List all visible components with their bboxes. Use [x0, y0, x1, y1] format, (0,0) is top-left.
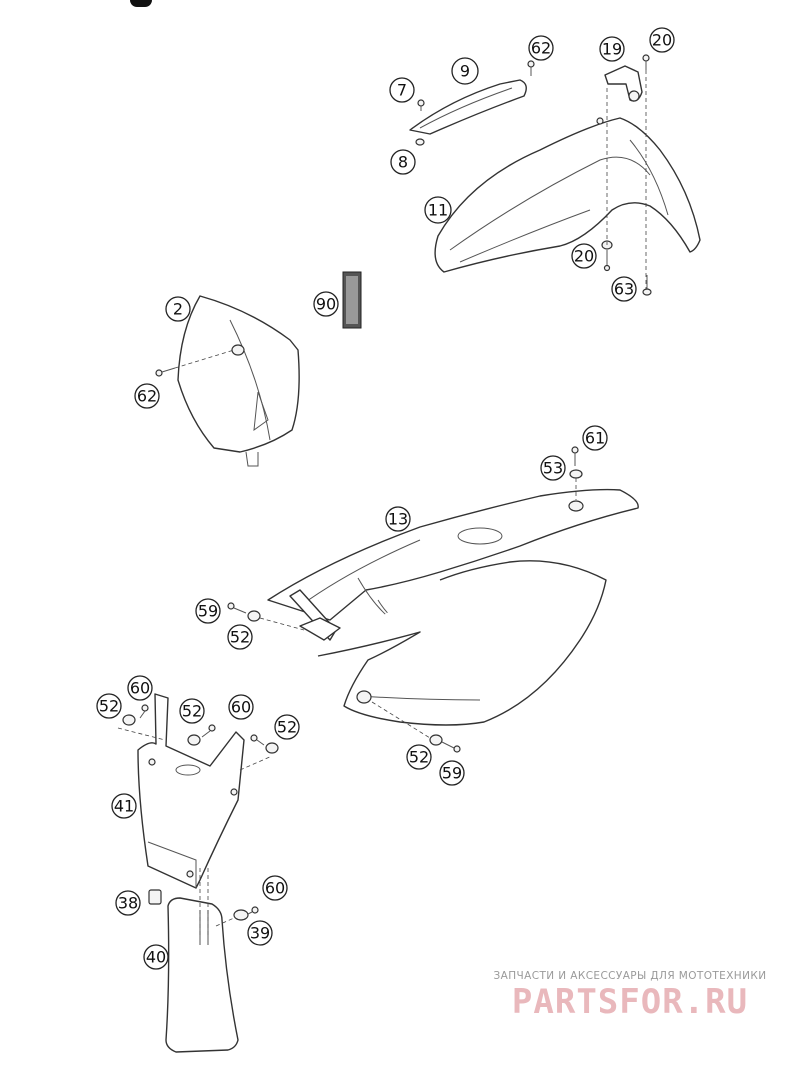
screw-62-plate: [155, 367, 176, 377]
leader-line: [239, 755, 273, 771]
mudflap-hardware: [233, 906, 259, 921]
mudguard-41: [137, 693, 245, 889]
cropped-heading-fragment: [130, 0, 152, 7]
callout-60: 60: [228, 694, 254, 720]
svg-text:19: 19: [602, 40, 622, 59]
svg-text:38: 38: [118, 894, 138, 913]
watermark-caption: ЗАПЧАСТИ И АКСЕССУАРЫ ДЛЯ МОТОТЕХНИКИ: [493, 970, 767, 982]
clip-38: [148, 889, 162, 905]
callout-60: 60: [127, 675, 153, 701]
callout-61: 61: [582, 425, 608, 451]
svg-text:60: 60: [231, 698, 251, 717]
screw-20-lower: [642, 275, 652, 296]
callout-62: 62: [528, 35, 554, 61]
callout-62: 62: [134, 383, 160, 409]
leader-line: [371, 701, 431, 739]
svg-text:53: 53: [543, 459, 563, 478]
callout-90: 90: [313, 291, 339, 317]
front-fender-bracket-9: [409, 79, 527, 135]
screw-63: [603, 250, 611, 272]
svg-text:60: 60: [130, 679, 150, 698]
screw-20-top: [642, 54, 650, 70]
svg-text:52: 52: [230, 628, 250, 647]
svg-text:11: 11: [428, 201, 448, 220]
callout-52: 52: [274, 714, 300, 740]
svg-text:90: 90: [316, 295, 336, 314]
callout-9: 9: [451, 57, 479, 85]
svg-text:60: 60: [265, 879, 285, 898]
callout-20: 20: [649, 27, 675, 53]
svg-text:59: 59: [198, 602, 218, 621]
mudguard-hardware: [122, 704, 279, 754]
svg-text:61: 61: [585, 429, 605, 448]
svg-text:62: 62: [531, 39, 551, 58]
callout-39: 39: [247, 920, 273, 946]
callout-52: 52: [96, 693, 122, 719]
svg-text:8: 8: [398, 153, 408, 172]
screw-62-top: [527, 60, 535, 76]
callout-8: 8: [390, 149, 416, 175]
mudflap-40: [165, 897, 239, 1053]
svg-text:63: 63: [614, 280, 634, 299]
svg-text:52: 52: [277, 718, 297, 737]
rear-hardware: [227, 446, 584, 753]
leader-line: [259, 617, 305, 631]
callout-52: 52: [179, 698, 205, 724]
callout-19: 19: [599, 36, 625, 62]
svg-text:40: 40: [146, 948, 166, 967]
callout-59: 59: [439, 760, 465, 786]
callout-60: 60: [262, 875, 288, 901]
svg-text:20: 20: [574, 247, 594, 266]
callout-13: 13: [385, 506, 411, 532]
fender-bracket-19: [604, 65, 643, 102]
callout-53: 53: [540, 455, 566, 481]
decal-90: [342, 271, 362, 329]
leader-line: [215, 917, 235, 927]
side-panel: [317, 560, 607, 726]
svg-text:52: 52: [409, 748, 429, 767]
callout-38: 38: [115, 890, 141, 916]
callout-20: 20: [571, 243, 597, 269]
svg-text:39: 39: [250, 924, 270, 943]
leader-line: [174, 349, 235, 369]
svg-text:62: 62: [137, 387, 157, 406]
callout-59: 59: [195, 598, 221, 624]
callout-7: 7: [389, 77, 415, 103]
svg-text:20: 20: [652, 31, 672, 50]
svg-text:52: 52: [182, 702, 202, 721]
svg-text:41: 41: [114, 797, 134, 816]
callout-40: 40: [143, 944, 169, 970]
callout-11: 11: [424, 196, 452, 224]
subframe-strut: [289, 589, 341, 641]
callout-63: 63: [611, 276, 637, 302]
number-plate-2: [177, 295, 300, 467]
callout-52: 52: [227, 624, 253, 650]
callout-52: 52: [406, 744, 432, 770]
front-fender-11: [434, 117, 701, 273]
svg-text:7: 7: [397, 81, 407, 100]
watermark: ЗАПЧАСТИ И АКСЕССУАРЫ ДЛЯ МОТОТЕХНИКИ PA…: [480, 970, 780, 1022]
callout-2: 2: [165, 296, 191, 322]
svg-text:59: 59: [442, 764, 462, 783]
callout-41: 41: [111, 793, 137, 819]
svg-text:13: 13: [388, 510, 408, 529]
leader-line: [117, 727, 166, 741]
svg-text:9: 9: [460, 62, 470, 81]
watermark-logo: PARTSFOR.RU: [511, 982, 749, 1022]
svg-text:52: 52: [99, 697, 119, 716]
screw-7: [417, 99, 425, 111]
svg-text:2: 2: [173, 300, 183, 319]
washer-8: [415, 138, 425, 146]
